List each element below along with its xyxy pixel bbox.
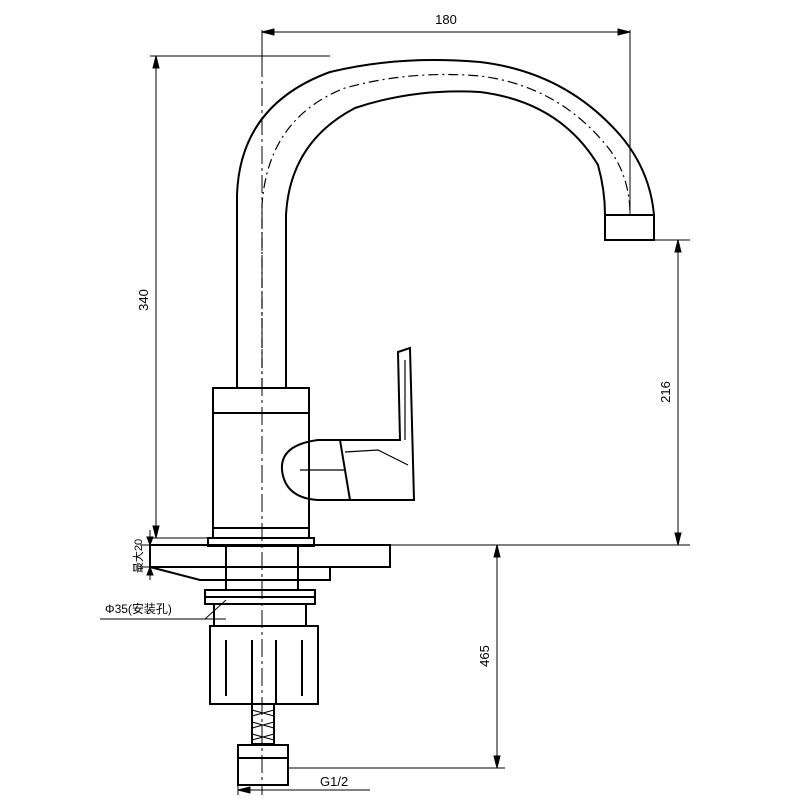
spout-outer: [236, 58, 655, 388]
aerator: [604, 214, 655, 241]
dim-g12-arrow: [237, 786, 251, 794]
handle-grip-detail: [344, 360, 409, 466]
cartridge-dome: [280, 439, 350, 501]
dim-35-leader-diag: [204, 599, 227, 620]
dim-465-label: 465: [477, 645, 492, 667]
dim-465-arrow-top: [493, 544, 501, 558]
hose-nut: [237, 744, 289, 786]
dim-216-arrow-top: [674, 239, 682, 253]
dim-20-arrow-bottom: [146, 565, 154, 576]
handle-lever: [338, 346, 416, 501]
spout-inner: [285, 90, 606, 388]
dim-mount-hole-label: Φ35(安装孔): [105, 601, 172, 616]
shank-collar: [213, 603, 307, 627]
dim-340-arrow-bottom: [152, 525, 160, 539]
dim-max20-label: 最大20: [131, 539, 145, 573]
dim-180-arrow-right: [617, 28, 631, 36]
dimension-lines: [100, 28, 690, 795]
dim-20-arrow-top: [146, 536, 154, 547]
dim-180-arrow-left: [261, 28, 275, 36]
dim-180-label: 180: [435, 12, 457, 27]
hose: [251, 703, 275, 745]
dim-340-arrow-top: [152, 55, 160, 69]
dim-216-label: 216: [658, 381, 673, 403]
body-cylinder: [212, 387, 310, 539]
base-escutcheon: [149, 566, 331, 581]
dim-216-arrow-bottom: [674, 532, 682, 546]
hose-braid: [251, 709, 275, 741]
base-flange: [149, 544, 391, 568]
dim-thread-label: G1/2: [320, 774, 348, 789]
spout-hidden-pipe: [261, 73, 631, 388]
faucet-outline: [149, 58, 655, 786]
dim-340-label: 340: [136, 289, 151, 311]
dim-465-arrow-bottom: [493, 755, 501, 769]
